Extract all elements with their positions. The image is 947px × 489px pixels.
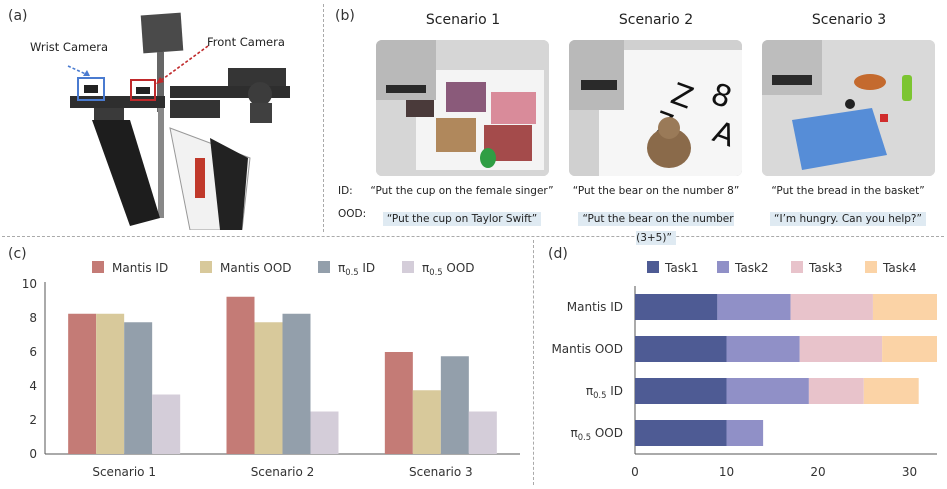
x-tick-label: Scenario 1 [92, 465, 156, 479]
row-id-label: ID: [338, 185, 353, 197]
legend-label: π0.5 OOD [422, 261, 475, 277]
panel-label-d: (d) [548, 246, 568, 262]
scenario-3-id-instruction: “Put the bread in the basket” [771, 185, 925, 197]
stacked-bar-chart-tasks: 0 10 20 30 Mantis ID Mantis OOD π0.5 ID π0.5 OO… [551, 261, 937, 479]
y-tick-label: π0.5 OOD [570, 426, 623, 442]
legend-swatch [647, 261, 659, 273]
bar-segment [808, 378, 864, 404]
bar-segment [872, 294, 937, 320]
legend-label: Mantis OOD [220, 261, 292, 275]
bar-segment [726, 378, 809, 404]
wrist-camera-label: Wrist Camera [30, 40, 109, 54]
y-tick-label: Mantis ID [567, 300, 623, 314]
legend-swatch [200, 261, 212, 273]
bar-segment [882, 336, 937, 362]
legend-label: Task3 [808, 261, 843, 275]
bar-segment [726, 336, 800, 362]
bar [124, 322, 153, 454]
legend-swatch [717, 261, 729, 273]
scenario-2-title: Scenario 2 [618, 12, 694, 28]
legend-label: Task1 [664, 261, 699, 275]
legend-swatch [865, 261, 877, 273]
divider-horizontal [2, 236, 944, 237]
y-tick-label: π0.5 ID [586, 384, 623, 400]
bar-segment [635, 420, 727, 446]
bar [412, 390, 441, 454]
x-tick-label: 10 [719, 465, 734, 479]
y-tick-label: Mantis OOD [551, 342, 623, 356]
bar-segment [635, 336, 727, 362]
bar-segment [635, 378, 727, 404]
row-ood-label: OOD: [338, 208, 367, 220]
bar-segment [635, 294, 718, 320]
divider-vertical-top [323, 4, 324, 232]
bar [468, 411, 497, 454]
x-tick-label: 30 [902, 465, 917, 479]
panel-label-a: (a) [8, 8, 28, 24]
front-camera-label: Front Camera [207, 35, 285, 49]
scenario-3-title: Scenario 3 [811, 12, 887, 28]
divider-vertical-bottom [533, 240, 534, 485]
scenario-3-photo [762, 40, 935, 176]
y-tick-label: 8 [29, 311, 37, 325]
scenario-1-id-instruction: “Put the cup on the female singer” [370, 185, 554, 197]
y-tick-label: 10 [22, 277, 37, 291]
bar-segment [717, 294, 791, 320]
scenario-1-ood-instruction: “Put the cup on Taylor Swift” [382, 212, 542, 226]
bar [226, 296, 255, 454]
y-tick-label: 4 [29, 379, 37, 393]
bar-segment [726, 420, 764, 446]
robot-illustration [67, 12, 290, 230]
bar-segment [790, 294, 873, 320]
legend-label: Task2 [734, 261, 769, 275]
legend-swatch [92, 261, 104, 273]
scenario-3-ood-instruction: “I’m hungry. Can you help?” [770, 212, 926, 226]
bar [254, 322, 283, 454]
x-tick-label: 0 [631, 465, 639, 479]
y-tick-label: 2 [29, 413, 37, 427]
scenario-1-title: Scenario 1 [425, 12, 501, 28]
scenario-2-photo: Z 7 8 A [569, 40, 742, 176]
x-tick-label: 20 [810, 465, 825, 479]
scenario-2-id-instruction: “Put the bear on the number 8” [572, 185, 740, 197]
legend-swatch [402, 261, 414, 273]
bar-segment [863, 378, 919, 404]
legend-swatch [791, 261, 803, 273]
y-tick-label: 6 [29, 345, 37, 359]
legend-label: π0.5 ID [338, 261, 375, 277]
bar [440, 356, 469, 454]
bar-segment [799, 336, 883, 362]
bar [310, 411, 339, 454]
x-tick-label: Scenario 3 [409, 465, 473, 479]
panel-label-c: (c) [8, 246, 27, 262]
legend-label: Task4 [882, 261, 917, 275]
bar [68, 313, 97, 454]
y-tick-label: 0 [29, 447, 37, 461]
x-tick-label: Scenario 2 [251, 465, 315, 479]
bar [152, 394, 181, 454]
bar [96, 313, 125, 454]
legend-swatch [318, 261, 330, 273]
legend-label: Mantis ID [112, 261, 168, 275]
bar [282, 313, 311, 454]
scenario-1-photo [376, 40, 549, 176]
panel-label-b: (b) [335, 8, 355, 24]
bar [384, 352, 413, 454]
